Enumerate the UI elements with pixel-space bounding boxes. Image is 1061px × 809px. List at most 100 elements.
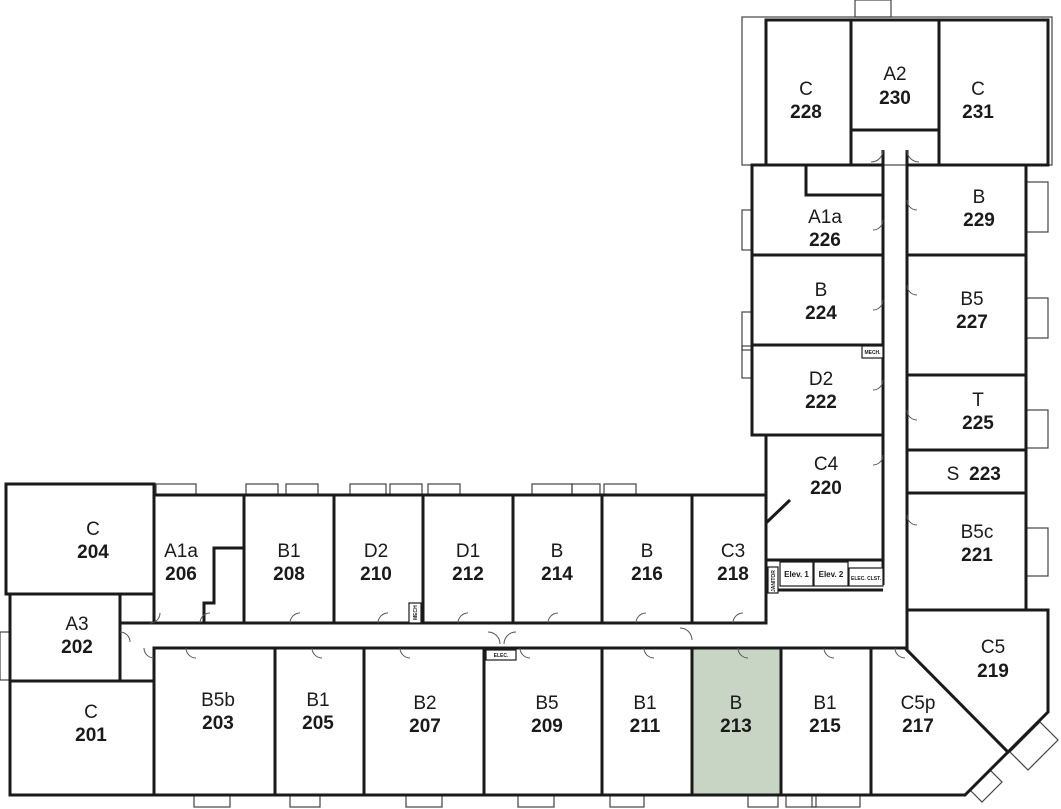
unit-228-type: C [799, 79, 813, 100]
unit-212-type: D1 [456, 541, 480, 562]
unit-215-type: B1 [813, 693, 836, 714]
unit-221[interactable] [905, 491, 1028, 612]
elec-closet [848, 567, 884, 587]
unit-221-number: 221 [961, 545, 993, 566]
unit-227-number: 227 [956, 312, 988, 333]
unit-223[interactable] [905, 448, 1028, 495]
unit-202-number: 202 [61, 637, 93, 658]
unit-204-type: C [86, 519, 100, 540]
unit-231-type: C [971, 79, 985, 100]
elec-closet-label: ELEC. CLST. [851, 576, 882, 582]
unit-225-number: 225 [962, 413, 994, 434]
unit-230[interactable] [849, 18, 941, 132]
unit-216[interactable] [600, 493, 694, 625]
unit-202-type: A3 [65, 614, 88, 635]
unit-205[interactable] [273, 646, 366, 797]
unit-219-number: 219 [977, 661, 1009, 682]
utility-rooms: Elev. 1 Elev. 2 ELEC. CLST. MECH. JANITO… [408, 345, 884, 661]
mech-room-label: MECH. [864, 350, 881, 356]
unit-222-type: D2 [809, 369, 833, 390]
unit-221-type: B5c [961, 522, 994, 543]
unit-211-type: B1 [633, 693, 656, 714]
unit-218-number: 218 [717, 564, 749, 585]
unit-215-number: 215 [809, 716, 841, 737]
unit-207-number: 207 [409, 716, 441, 737]
unit-218[interactable] [690, 493, 768, 625]
unit-216-type: B [641, 541, 654, 562]
unit-231[interactable] [937, 18, 1050, 167]
unit-226-type: A1a [808, 207, 842, 228]
unit-203[interactable] [152, 646, 277, 797]
door-swings [119, 149, 920, 659]
unit-227-type: B5 [960, 289, 983, 310]
unit-rooms [4, 18, 1050, 797]
unit-225[interactable] [905, 373, 1028, 452]
janitor-room [767, 566, 779, 594]
unit-219-type: C5 [981, 637, 1005, 658]
unit-202[interactable] [8, 592, 122, 683]
unit-206-number: 206 [165, 564, 197, 585]
unit-214-number: 214 [541, 564, 573, 585]
unit-211-number: 211 [630, 716, 661, 737]
unit-204[interactable] [4, 482, 156, 596]
unit-217[interactable] [869, 646, 1011, 797]
unit-228-number: 228 [790, 102, 822, 123]
unit-220-number: 220 [810, 478, 842, 499]
unit-224-type: B [815, 280, 828, 301]
unit-230-number: 230 [879, 88, 911, 109]
unit-226-number: 226 [809, 230, 841, 251]
mech-room [861, 345, 884, 359]
unit-205-number: 205 [302, 713, 334, 734]
unit-207[interactable] [362, 646, 486, 797]
unit-229[interactable] [905, 163, 1028, 257]
unit-206-type: A1a [164, 541, 198, 562]
elevator-1-label: Elev. 1 [784, 570, 809, 579]
unit-217-type: C5p [901, 693, 936, 714]
unit-201-type: C [84, 702, 98, 723]
unit-204-number: 204 [77, 542, 109, 563]
unit-229-type: B [973, 187, 986, 208]
unit-213-number: 213 [720, 716, 752, 737]
unit-201-number: 201 [75, 725, 107, 746]
elevator-1 [779, 561, 814, 587]
unit-208-number: 208 [273, 564, 305, 585]
unit-labels: C 228 A2 230 C 231 A1a 226 B 229 B 224 B… [61, 64, 1009, 746]
unit-201[interactable] [8, 679, 156, 797]
unit-213-type: B [730, 693, 743, 714]
unit-214-type: B [551, 541, 564, 562]
mech-small-label: MECH [413, 605, 419, 620]
unit-203-type: B5b [201, 690, 235, 711]
unit-226[interactable] [750, 163, 885, 257]
mech-small-room [408, 602, 422, 624]
elec-room-label: ELEC. [494, 653, 509, 659]
unit-208-type: B1 [277, 541, 300, 562]
unit-217-number: 217 [902, 716, 934, 737]
unit-207-type: B2 [413, 693, 436, 714]
unit-231-number: 231 [962, 102, 994, 123]
unit-209[interactable] [482, 646, 604, 797]
unit-224-number: 224 [805, 303, 837, 324]
unit-210-type: D2 [364, 541, 388, 562]
unit-223-type: S [947, 464, 960, 485]
unit-216-number: 216 [631, 564, 663, 585]
unit-222-number: 222 [805, 392, 837, 413]
unit-205-type: B1 [306, 690, 329, 711]
unit-220-type: C4 [814, 454, 839, 475]
unit-218-type: C3 [721, 541, 745, 562]
unit-225-type: T [972, 390, 984, 411]
unit-212[interactable] [421, 493, 515, 625]
elevator-2-label: Elev. 2 [819, 570, 844, 579]
unit-209-type: B5 [535, 693, 558, 714]
elevator-2 [813, 561, 849, 587]
unit-209-number: 209 [531, 716, 563, 737]
unit-227[interactable] [905, 253, 1028, 377]
unit-210-number: 210 [360, 564, 392, 585]
unit-206[interactable] [152, 493, 246, 625]
unit-229-number: 229 [963, 210, 995, 231]
unit-230-type: A2 [883, 64, 906, 85]
janitor-room-label: JANITOR [771, 570, 777, 592]
elec-room [485, 649, 517, 661]
unit-212-number: 212 [452, 564, 484, 585]
unit-223-number: 223 [969, 464, 1001, 485]
